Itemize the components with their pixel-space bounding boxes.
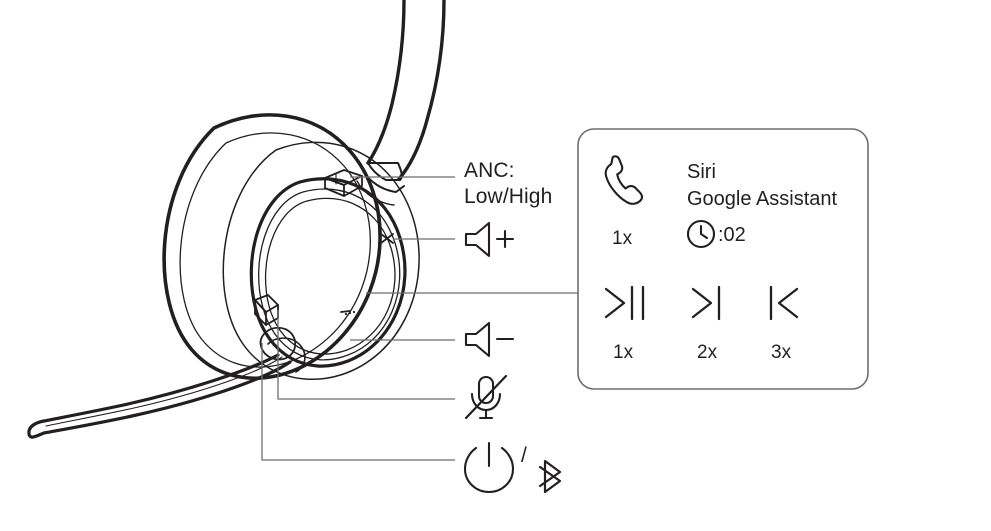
controls-panel	[577, 128, 869, 390]
play-pause-icon	[604, 285, 645, 321]
leader-mute	[277, 310, 455, 400]
previous-track-press-count: 3x	[771, 342, 792, 363]
next-track-icon	[691, 285, 721, 321]
volume-down-icon	[464, 321, 515, 358]
power-bluetooth-separator: /	[521, 444, 527, 467]
assistant-label-google-assistant: Google Assistant	[687, 188, 838, 210]
phone-handset-icon	[604, 155, 644, 205]
power-icon	[463, 441, 515, 494]
leader-lines	[261, 176, 578, 461]
callout-label-anc: ANC: Low/High	[464, 159, 553, 208]
assistant-label-siri: Siri	[687, 161, 716, 183]
center-dots-mark	[344, 310, 356, 316]
power-switch	[259, 326, 297, 361]
touchplate-markings	[340, 233, 394, 313]
play-pause-press-count: 1x	[613, 342, 634, 363]
microphone-mute-icon	[464, 374, 508, 420]
clock-icon	[686, 219, 716, 249]
leader-power	[261, 343, 455, 461]
next-track-press-count: 2x	[697, 342, 718, 363]
call-press-count: 1x	[612, 228, 633, 249]
volume-up-icon	[464, 221, 515, 258]
previous-track-icon	[769, 285, 799, 321]
assistant-hold-time: :02	[718, 224, 746, 246]
anc-slider-switch	[324, 169, 363, 197]
minus-mark	[340, 310, 351, 313]
bluetooth-icon	[538, 459, 562, 494]
